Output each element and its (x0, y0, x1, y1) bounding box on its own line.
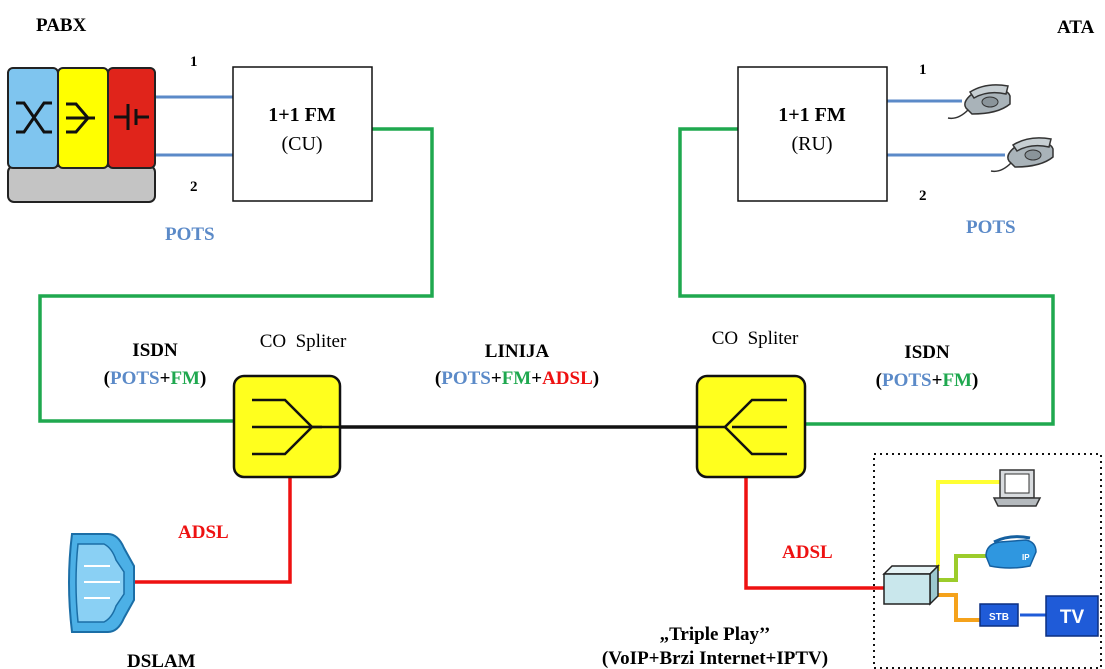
pots-right-label: POTS (966, 217, 1016, 238)
linija-title: LINIJA (485, 341, 550, 362)
linija-composition: (POTS+FM+ADSL) (435, 368, 599, 389)
stb-label: STB (989, 612, 1009, 623)
isdn-right-composition: (POTS+FM) (876, 370, 979, 391)
isdn-left-title: ISDN (132, 340, 178, 361)
phone-icon-1 (947, 84, 1011, 120)
port-1-right-label: 1 (919, 62, 927, 78)
fm-ru-sub: (RU) (791, 133, 832, 155)
pots-left-label: POTS (165, 224, 215, 245)
tv-label: TV (1060, 607, 1085, 628)
adsl-left-label: ADSL (178, 522, 229, 543)
fm-cu-sub: (CU) (281, 133, 322, 155)
adsl-right-label: ADSL (782, 542, 833, 563)
adsl-line-left (134, 478, 292, 584)
fm-cu-box (232, 66, 373, 202)
ip-label: IP (1022, 553, 1030, 562)
pabx-icon (7, 67, 156, 203)
co-spliter-right-label: CO Spliter (712, 328, 799, 349)
orange-line-stb (930, 593, 980, 622)
stb-box (979, 603, 1019, 627)
tv-box (1045, 595, 1099, 637)
dslam-icon (68, 533, 135, 633)
co-splitter-right-icon (695, 374, 807, 479)
phone-icon-2 (990, 137, 1054, 173)
pc-icon (992, 469, 1042, 507)
adsl-line-right (744, 478, 884, 590)
isdn-line-right (678, 127, 1055, 426)
dslam-label: DSLAM (127, 651, 196, 669)
fm-ru-box (737, 66, 888, 202)
co-splitter-left-icon (232, 374, 342, 479)
fm-ru-title: 1+1 FM (778, 104, 846, 126)
triple-play-box (873, 453, 1102, 669)
ip-phone-icon: IP (985, 535, 1037, 569)
port-1-left-label: 1 (190, 54, 198, 70)
isdn-right-title: ISDN (904, 342, 950, 363)
fm-cu-title: 1+1 FM (268, 104, 336, 126)
triple-play-subtitle: (VoIP+Brzi Internet+IPTV) (602, 648, 828, 669)
yellow-line-pc (936, 480, 1000, 571)
isdn-left-composition: (POTS+FM) (104, 368, 207, 389)
ata-label: ATA (1057, 17, 1095, 38)
hub-icon (882, 564, 940, 606)
port-2-right-label: 2 (919, 188, 927, 204)
triple-play-title: „Triple Play’’ (660, 624, 771, 645)
port-2-left-label: 2 (190, 179, 198, 195)
lime-line-ip-phone (934, 554, 986, 582)
co-spliter-left-label: CO Spliter (260, 331, 347, 352)
isdn-line-left (38, 127, 434, 423)
pabx-label: PABX (36, 15, 87, 36)
